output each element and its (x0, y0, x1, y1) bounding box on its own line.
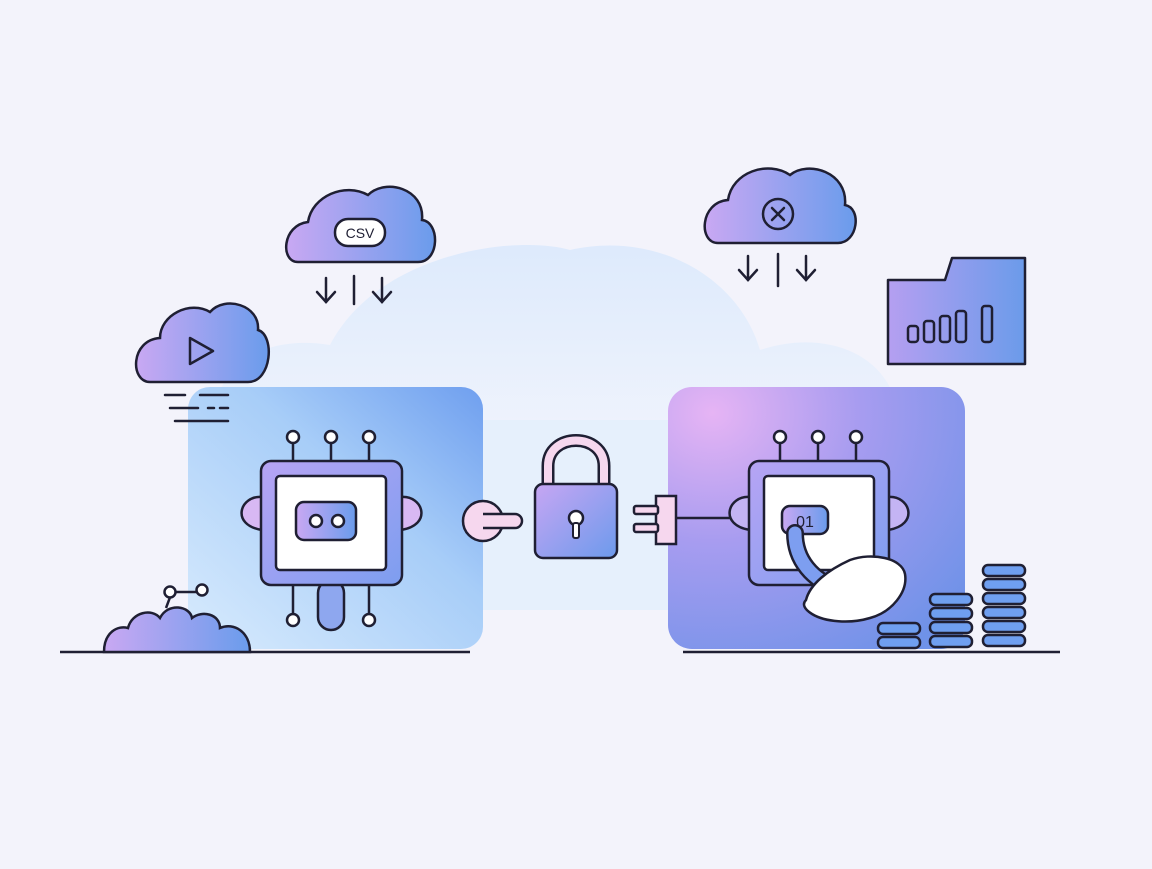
chip-stem (316, 578, 346, 632)
bar-chart-icon (906, 304, 994, 344)
upload-cloud-play-icon (134, 302, 270, 423)
robot-eye-right (330, 513, 346, 529)
download-arrows-icon-2 (737, 252, 817, 288)
error-cloud-icon (703, 167, 857, 288)
folder-chart-icon (886, 256, 1027, 366)
play-icon (188, 336, 215, 366)
cloud-shrub-icon (102, 583, 252, 654)
csv-badge (333, 217, 387, 248)
prong-plug-icon (632, 494, 752, 546)
robot-face (294, 500, 358, 542)
right-robot-chip: 01 (728, 429, 910, 623)
node-link-icon (163, 583, 209, 609)
speech-blob (802, 555, 907, 623)
left-robot-chip (240, 429, 423, 632)
csv-cloud-icon: CSV (285, 185, 437, 306)
padlock-icon (533, 434, 619, 560)
close-circle-icon (761, 197, 795, 231)
download-arrows-icon (315, 274, 393, 306)
coin-stack-icon (876, 563, 1027, 650)
speed-lines-icon (163, 393, 230, 423)
socket-plug-icon (461, 499, 524, 543)
csv-label: CSV (346, 225, 375, 241)
robot-eye-left (308, 513, 324, 529)
